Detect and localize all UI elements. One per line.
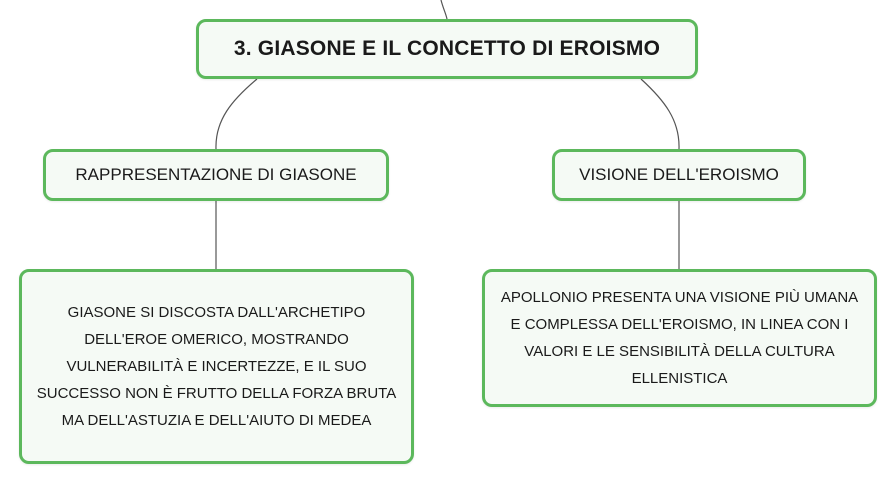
- leaf-node-text: GIASONE SI DISCOSTA DALL'ARCHETIPO DELL'…: [36, 304, 397, 429]
- root-node[interactable]: 3. GIASONE E IL CONCETTO DI EROISMO: [196, 19, 698, 79]
- leaf-node-text: APOLLONIO PRESENTA UNA VISIONE PIÙ UMANA…: [500, 289, 859, 387]
- leaf-node-eroismo-detail[interactable]: APOLLONIO PRESENTA UNA VISIONE PIÙ UMANA…: [482, 269, 877, 407]
- branch-node-label: VISIONE DELL'EROISMO: [579, 165, 779, 184]
- branch-node-rappresentazione[interactable]: RAPPRESENTAZIONE DI GIASONE: [43, 149, 389, 201]
- branch-node-label: RAPPRESENTAZIONE DI GIASONE: [75, 165, 357, 184]
- connector-root-to-right-branch: [640, 78, 680, 150]
- connector-root-to-left-branch: [215, 78, 258, 150]
- branch-node-visione[interactable]: VISIONE DELL'EROISMO: [552, 149, 806, 201]
- root-node-label: 3. GIASONE E IL CONCETTO DI EROISMO: [233, 37, 661, 60]
- connector-incoming-root: [440, 0, 448, 20]
- leaf-node-giasone-detail[interactable]: GIASONE SI DISCOSTA DALL'ARCHETIPO DELL'…: [19, 269, 414, 464]
